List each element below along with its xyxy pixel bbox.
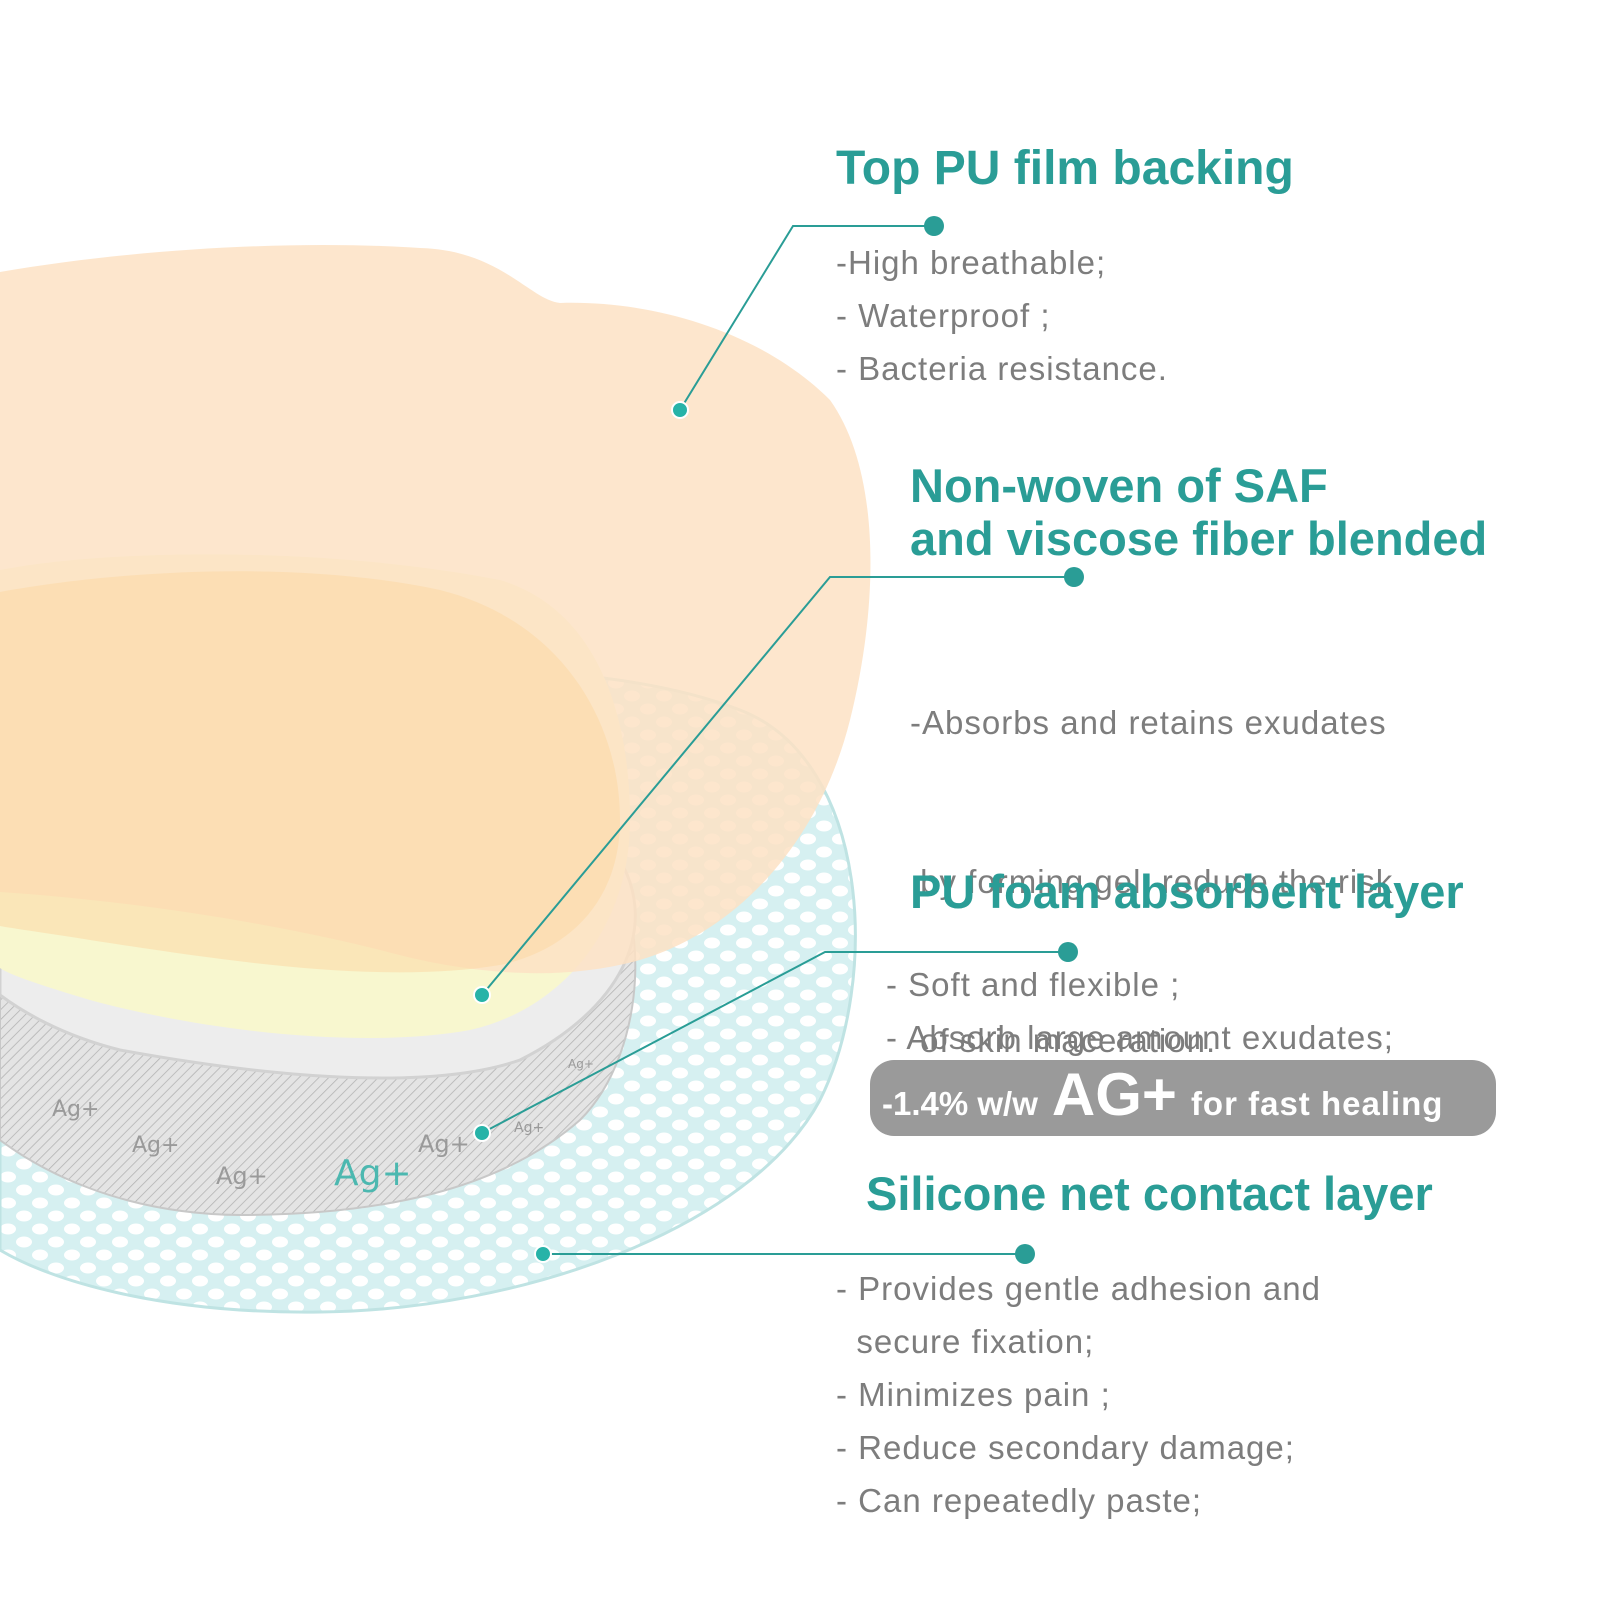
bullet-text: - Minimizes pain ; [836,1376,1111,1413]
leader-line-non-woven [481,576,1074,996]
ag-banner: -1.4% w/w AG+ for fast healing [870,1060,1496,1136]
ag-label: Ag+ [514,1120,544,1136]
target-dot [671,401,689,419]
leader-line-pu-film [679,225,934,411]
bullet-text: secure fixation; [836,1323,1095,1360]
pu-foam-bullets: - Soft and flexible ; - Absorb large amo… [886,958,1394,1064]
non-woven-title-line: and viscose fiber blended [910,511,1488,565]
pu-film-sheen [0,571,620,973]
target-dot [473,986,491,1004]
ag-label: Ag+ [334,1153,412,1194]
non-woven-title: Non-woven of SAF and viscose fiber blend… [910,459,1488,565]
ag-banner-prefix: -1.4% w/w [882,1085,1038,1122]
anchor-dot [1058,942,1078,962]
anchor-dot [1064,567,1084,587]
bullet-text: - Can repeatedly paste; [836,1482,1203,1519]
ag-label: Ag+ [132,1133,179,1158]
ag-banner-suffix: for fast healing [1190,1085,1444,1122]
bullet-text: by forming gel, reduce the risk [910,863,1394,900]
target-dot [473,1124,491,1142]
non-woven-bullets: -Absorbs and retains exudates by forming… [910,590,1393,1120]
pu-film-title: Top PU film backing [836,142,1294,195]
bullet-text: of skin maceration. [910,1022,1217,1059]
bullet-text: - Bacteria resistance. [836,350,1168,387]
anchor-dot [924,216,944,236]
silicone-net-title: Silicone net contact layer [866,1167,1433,1220]
ag-label: Ag+ [52,1097,99,1122]
leader-line-pu-foam [481,951,1068,1134]
bullet-text: - Provides gentle adhesion and [836,1270,1321,1307]
bullet-text: -High breathable; [836,244,1107,281]
anchor-dot [1015,1244,1035,1264]
bullet-text: -Absorbs and retains exudates [910,704,1387,741]
bullet-text: - Reduce secondary damage; [836,1429,1295,1466]
silicone-net-bullets: - Provides gentle adhesion and secure fi… [836,1262,1321,1527]
bullet-text: - Absorb large amount exudates; [886,1019,1394,1056]
ag-banner-main: AG+ [1051,1061,1177,1128]
ag-label: Ag+ [568,1057,594,1071]
ag-label: Ag+ [418,1130,470,1158]
bullet-text: - Waterproof ; [836,297,1051,334]
pu-foam-title: PU foam absorbent layer [910,865,1464,918]
non-woven-title-line: Non-woven of SAF [910,459,1328,512]
ag-label: Ag+ [216,1162,268,1190]
bullet-text: - Soft and flexible ; [886,966,1181,1003]
target-dot [534,1245,552,1263]
pu-film-bullets: -High breathable; - Waterproof ; - Bacte… [836,236,1168,395]
